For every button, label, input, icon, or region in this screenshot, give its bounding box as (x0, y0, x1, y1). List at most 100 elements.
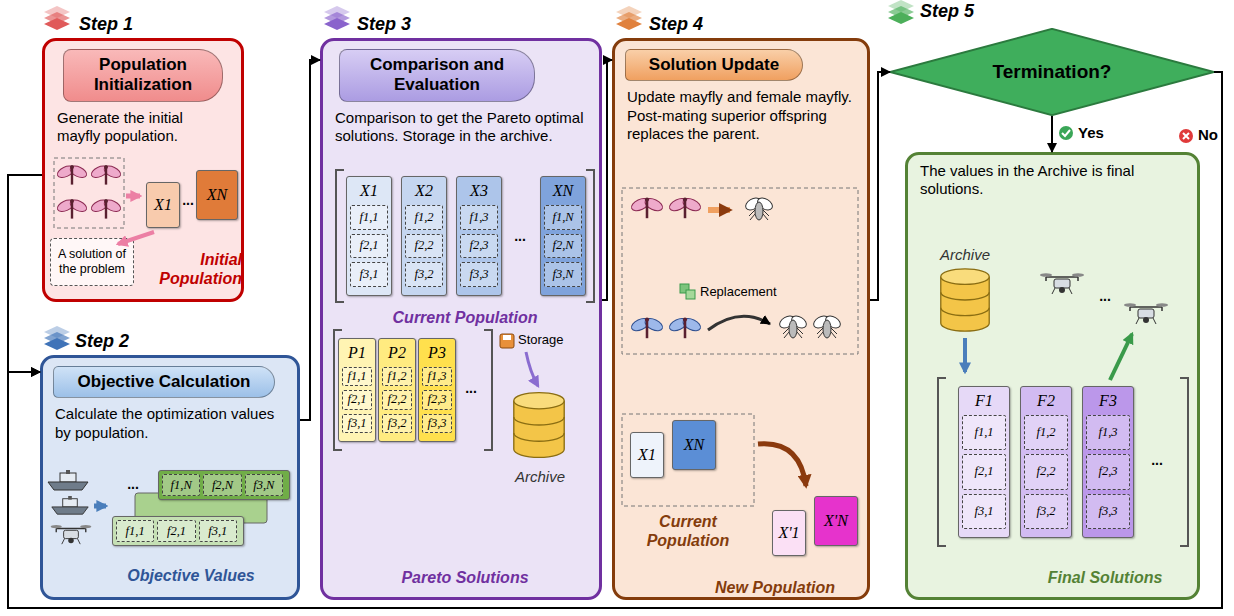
label-box: Archive (925, 246, 1005, 263)
caption-text: Final Solutions (1020, 568, 1190, 587)
value-cell: f3,N (544, 262, 582, 287)
value-cell: f2,N (544, 234, 582, 259)
value-cell: f1,2 (405, 205, 443, 230)
cell-text: f1,3 (427, 369, 446, 384)
step-label: Step 5 (920, 1, 974, 22)
value-cell: f1,N (162, 474, 200, 496)
flow-arrow (8, 175, 42, 372)
flow-arrow (8, 72, 1222, 608)
cell-text: f1,2 (414, 210, 433, 225)
solution-card: P3f1,3f2,3f3,3 (418, 338, 456, 442)
card-header: X1 (631, 433, 663, 477)
card-header: X3 (457, 177, 501, 205)
caption-text: Current Population (330, 308, 600, 327)
value-cell: f2,1 (157, 520, 195, 542)
cell-text: f1,1 (974, 425, 993, 440)
solution-card: XN (196, 170, 238, 220)
cell-text: f2,2 (1036, 464, 1055, 479)
caption-text: New Population (690, 578, 860, 597)
cell-text: f3,N (552, 267, 573, 282)
value-cell: f3,1 (199, 520, 237, 542)
value-cell: f3,N (245, 474, 283, 496)
card-header: F1 (959, 387, 1009, 415)
value-cell: f2,3 (422, 390, 452, 409)
flow-arrow (300, 60, 320, 420)
value-cell: f3,3 (422, 414, 452, 433)
cell-text: f3,1 (974, 504, 993, 519)
cell-text: f1,1 (359, 210, 378, 225)
label-box: ... (458, 380, 484, 396)
solution-card: X'N (814, 496, 858, 546)
step-label: Step 2 (75, 331, 129, 352)
solution-card: P1f1,1f2,1f3,1 (338, 338, 376, 442)
ellipsis: ... (458, 380, 484, 396)
cell-text: f1,N (552, 210, 573, 225)
caption-text: Current Population (616, 512, 760, 550)
cell-text: f1,2 (1036, 425, 1055, 440)
heading-pill: Comparison and Evaluation (339, 49, 535, 102)
step-label: Step 1 (79, 14, 133, 35)
label-box: Final Solutions (1020, 568, 1190, 587)
cell-text: f2,3 (1098, 464, 1117, 479)
cell-text: f2,2 (414, 238, 433, 253)
solution-card: X1f1,1f2,1f3,1 (346, 176, 392, 296)
label-box: Initial Population (138, 250, 242, 288)
heading-pill: Population Initialization (63, 49, 223, 102)
solution-card: X'1 (772, 510, 806, 556)
cell-text: f1,1 (347, 369, 366, 384)
value-cell: f2,1 (962, 454, 1006, 489)
card-header: XN (541, 177, 585, 205)
heading-pill: Objective Calculation (53, 366, 275, 398)
value-cell: f3,1 (342, 414, 372, 433)
note-box: A solution of the problem (50, 238, 134, 286)
label-text: Archive (500, 468, 580, 485)
objective-row: f1,1f2,1f3,1 (112, 516, 244, 546)
value-cell: f2,3 (460, 234, 498, 259)
caption-text: Pareto Solutions (330, 568, 600, 587)
value-cell: f3,2 (1024, 494, 1068, 529)
label-box: ... (503, 228, 537, 244)
card-header: P2 (379, 339, 415, 367)
label-box: ... (118, 476, 148, 492)
body-text: Comparison to get the Pareto optimal sol… (335, 109, 587, 146)
cell-text: f3,2 (387, 416, 406, 431)
value-cell: f1,1 (116, 520, 154, 542)
value-cell: f3,2 (405, 262, 443, 287)
flow-arrow (870, 72, 890, 300)
ellipsis: ... (180, 192, 196, 208)
edge-label: No (1196, 126, 1220, 143)
flow-arrow (602, 60, 612, 300)
value-cell: f1,2 (382, 367, 412, 386)
ellipsis: ... (503, 228, 537, 244)
value-cell: f3,2 (382, 414, 412, 433)
cell-text: f2,1 (974, 464, 993, 479)
cell-text: f3,2 (414, 267, 433, 282)
objective-row: f1,N f2,N f3,N (158, 470, 290, 500)
card-header: X1 (347, 177, 391, 205)
step-label: Step 4 (649, 14, 703, 35)
ellipsis: ... (1088, 288, 1122, 304)
card-header: X'1 (773, 511, 805, 555)
solution-card: X2f1,2f2,2f3,2 (401, 176, 447, 296)
ellipsis: ... (1140, 452, 1174, 468)
solution-card: F1 f1,1 f2,1 f3,1 (958, 386, 1010, 538)
value-cell: f1,3 (1086, 415, 1130, 450)
value-cell: f2,2 (405, 234, 443, 259)
card-header: P1 (339, 339, 375, 367)
cell-text: f1,3 (469, 210, 488, 225)
value-cell: f3,3 (1086, 494, 1130, 529)
value-cell: f1,2 (1024, 415, 1068, 450)
ellipsis: ... (118, 476, 148, 492)
card-header: X'N (815, 497, 857, 545)
label-text: Storage (518, 332, 582, 347)
card-header: F3 (1083, 387, 1133, 415)
body-text: Update mayfly and female mayfly. Post-ma… (627, 88, 855, 143)
cell-text: f3,1 (347, 416, 366, 431)
label-text: Replacement (700, 284, 800, 299)
label-box: Objective Values (96, 566, 286, 585)
value-cell: f2,3 (1086, 454, 1130, 489)
cell-text: f2,N (212, 478, 233, 493)
cell-text: f3,1 (359, 267, 378, 282)
cell-text: f1,2 (387, 369, 406, 384)
card-header: F2 (1021, 387, 1071, 415)
